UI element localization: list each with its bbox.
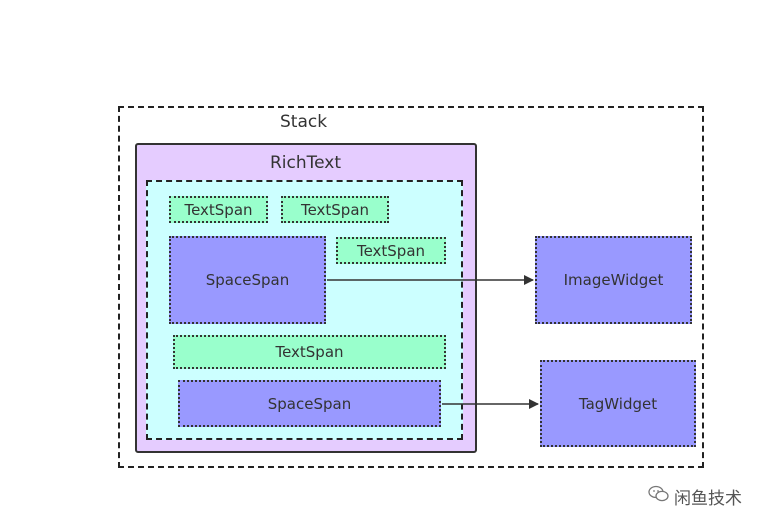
tag-widget: TagWidget xyxy=(540,360,696,447)
stack-container xyxy=(118,106,704,468)
spacespan-2: SpaceSpan xyxy=(178,380,441,427)
image-widget: ImageWidget xyxy=(535,236,692,324)
textspan-3: TextSpan xyxy=(336,237,446,264)
stack-label: Stack xyxy=(280,112,328,132)
wechat-icon xyxy=(648,485,670,508)
watermark-text: 闲鱼技术 xyxy=(674,489,742,509)
textspan-4: TextSpan xyxy=(173,335,446,369)
textspan-2: TextSpan xyxy=(281,196,389,223)
spacespan-1: SpaceSpan xyxy=(169,236,326,324)
textspan-1: TextSpan xyxy=(169,196,268,223)
watermark: 闲鱼技术 xyxy=(648,484,742,509)
richtext-label: RichText xyxy=(270,153,342,173)
